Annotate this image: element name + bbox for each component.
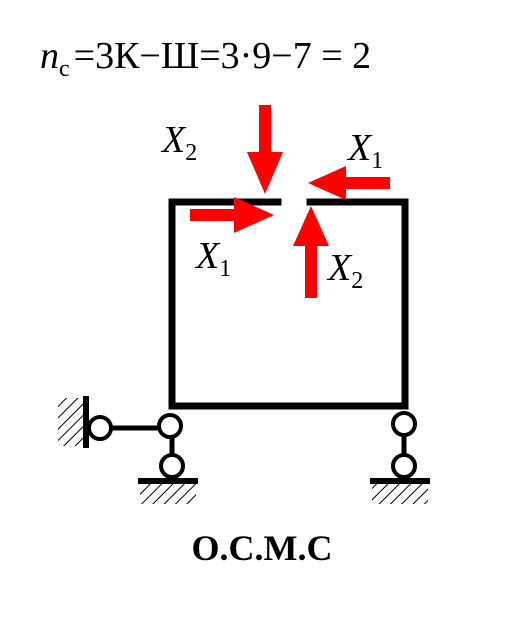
- right-vertical-support: [370, 411, 430, 504]
- right-ground-hatch: [372, 484, 428, 504]
- frame: [168, 198, 409, 410]
- link-hinge-frame: [157, 413, 183, 439]
- label-x2-bottom: X2: [326, 247, 363, 294]
- link-hinge-wall: [87, 415, 113, 441]
- formula: nc=3К−Ш=3·9−7 = 2: [40, 35, 371, 82]
- formula-expr: =3К−Ш=3·9−7 = 2: [74, 35, 372, 77]
- left-vertical-support: [138, 436, 198, 504]
- arrow-x1-right: [190, 197, 274, 233]
- right-support-hinge-bottom: [391, 453, 417, 479]
- arrow-x2-up: [293, 206, 329, 298]
- frame-left-part: [168, 198, 409, 410]
- right-support-hinge-top: [391, 411, 417, 437]
- left-support-hinge: [159, 453, 185, 479]
- wall-hatch: [58, 398, 84, 446]
- formula-sub: c: [59, 56, 70, 82]
- caption: О.С.М.С: [192, 528, 333, 568]
- force-arrows: [190, 105, 390, 298]
- label-x2-top: X2: [160, 119, 197, 166]
- arrow-x2-down: [247, 105, 283, 194]
- arrow-x1-left: [308, 166, 390, 200]
- label-x1-top: X1: [346, 127, 383, 174]
- label-x1-bottom: X1: [194, 235, 231, 282]
- left-horizontal-link: [58, 396, 183, 448]
- formula-var: n: [40, 35, 59, 77]
- left-ground-hatch: [140, 484, 196, 504]
